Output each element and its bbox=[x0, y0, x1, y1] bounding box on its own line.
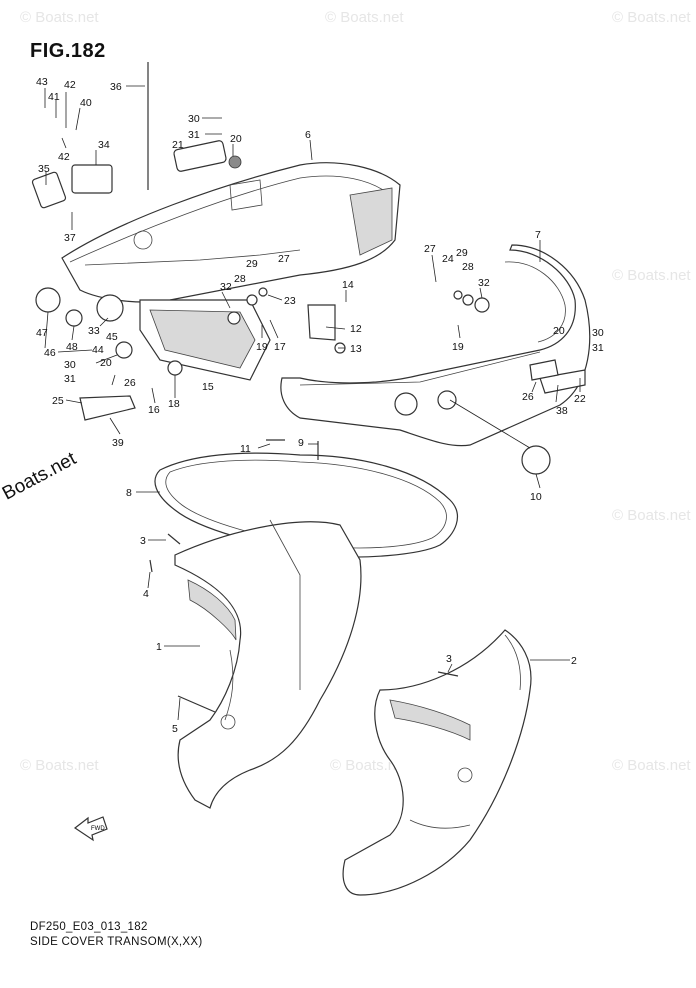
part-label: 28 bbox=[462, 261, 474, 273]
figure-title: FIG.182 bbox=[30, 40, 106, 62]
part-label: 43 bbox=[36, 76, 48, 88]
part-label: 45 bbox=[106, 331, 118, 343]
watermark-text: © Boats.net bbox=[20, 9, 99, 26]
part-label: 3 bbox=[446, 653, 452, 665]
part-label: 30 bbox=[188, 113, 200, 125]
part-label: 41 bbox=[48, 91, 60, 103]
part-label: 26 bbox=[124, 377, 136, 389]
part-label: 37 bbox=[64, 232, 76, 244]
part-label: 27 bbox=[278, 253, 290, 265]
part-label: 33 bbox=[88, 325, 100, 337]
part-label: 11 bbox=[240, 443, 251, 455]
part-label: 13 bbox=[350, 343, 362, 355]
part-label: 17 bbox=[274, 341, 286, 353]
watermark-text: © Boats.net bbox=[612, 507, 691, 524]
part-callouts: 43 42 41 40 42 34 35 37 36 30 31 21 20 6… bbox=[36, 76, 604, 735]
part-label: 31 bbox=[188, 129, 200, 141]
figure-caption: SIDE COVER TRANSOM(X,XX) bbox=[30, 936, 203, 948]
part-label: 6 bbox=[305, 129, 311, 141]
lower-side-cover-starboard bbox=[342, 629, 532, 896]
part-label: 42 bbox=[58, 151, 70, 163]
part-label: 46 bbox=[44, 347, 56, 359]
part-label: 19 bbox=[452, 341, 464, 353]
clip-3b bbox=[437, 671, 459, 677]
part-label: 15 bbox=[202, 381, 214, 393]
figure-code: DF250_E03_013_182 bbox=[30, 921, 148, 933]
part-label: 27 bbox=[424, 243, 436, 255]
part-label: 3 bbox=[140, 535, 146, 547]
part-label: 31 bbox=[592, 342, 604, 354]
part-label: 16 bbox=[148, 404, 160, 416]
part-label: 20 bbox=[553, 325, 565, 337]
watermark-text: © Boats.net bbox=[612, 757, 691, 774]
bolt-4 bbox=[149, 559, 153, 573]
part-label: 14 bbox=[342, 279, 354, 291]
clip-3a bbox=[167, 533, 181, 545]
part-label: 19 bbox=[256, 341, 268, 353]
leader-lines bbox=[44, 85, 581, 721]
fwd-label: FWD bbox=[91, 826, 105, 832]
part-label: 31 bbox=[64, 373, 76, 385]
part-label: 42 bbox=[64, 79, 76, 91]
part-label: 10 bbox=[530, 491, 542, 503]
part-label: 28 bbox=[234, 273, 246, 285]
part-label: 36 bbox=[110, 81, 122, 93]
part-label: 48 bbox=[66, 341, 78, 353]
part-label: 1 bbox=[156, 641, 162, 653]
watermark-text: © Boats.net bbox=[330, 757, 409, 774]
part-label: 29 bbox=[456, 247, 468, 259]
watermark-text: © Boats.net bbox=[612, 9, 691, 26]
watermark-text: © Boats.net bbox=[325, 9, 404, 26]
part-label: 39 bbox=[112, 437, 124, 449]
part-label: 34 bbox=[98, 139, 110, 151]
part-label: 32 bbox=[220, 281, 232, 293]
part-label: 9 bbox=[298, 437, 304, 449]
part-label: 8 bbox=[126, 487, 132, 499]
part-label: 4 bbox=[143, 588, 149, 600]
part-label: 23 bbox=[284, 295, 296, 307]
part-label: 30 bbox=[592, 327, 604, 339]
part-label: 18 bbox=[168, 398, 180, 410]
part-label: 21 bbox=[172, 139, 184, 151]
part-label: 44 bbox=[92, 344, 104, 356]
part-label: 2 bbox=[571, 655, 577, 667]
fwd-arrow-icon: FWD bbox=[73, 816, 108, 842]
part-label: 40 bbox=[80, 97, 92, 109]
part-label: 20 bbox=[230, 133, 242, 145]
watermark-text: © Boats.net bbox=[20, 757, 99, 774]
bolt-5 bbox=[177, 695, 216, 713]
figure-footer: DF250_E03_013_182 SIDE COVER TRANSOM(X,X… bbox=[30, 920, 202, 950]
part-label: 35 bbox=[38, 163, 50, 175]
part-label: 32 bbox=[478, 277, 490, 289]
part-label: 26 bbox=[522, 391, 534, 403]
lower-side-cover-port bbox=[174, 519, 362, 809]
part-label: 38 bbox=[556, 405, 568, 417]
part-label: 20 bbox=[100, 357, 112, 369]
part-label: 5 bbox=[172, 723, 178, 735]
part-label: 30 bbox=[64, 359, 76, 371]
watermark-text: © Boats.net bbox=[612, 267, 691, 284]
part-label: 47 bbox=[36, 327, 48, 339]
part-label: 24 bbox=[442, 253, 454, 265]
part-label: 12 bbox=[350, 323, 362, 335]
part-label: 25 bbox=[52, 395, 64, 407]
cover-seal-ring bbox=[154, 452, 458, 558]
upper-side-cover-starboard bbox=[280, 244, 591, 447]
part-label: 7 bbox=[535, 229, 541, 241]
part-label: 29 bbox=[246, 258, 258, 270]
part-label: 22 bbox=[574, 393, 586, 405]
